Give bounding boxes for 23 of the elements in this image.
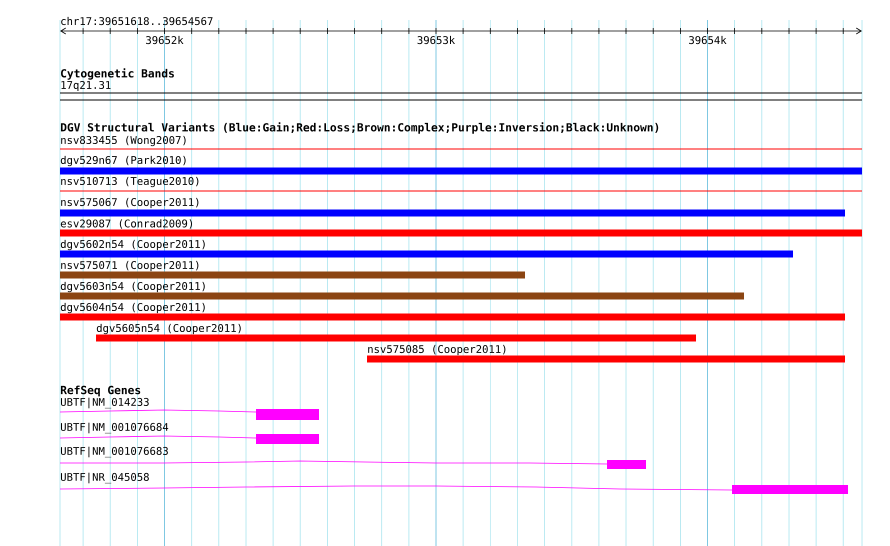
variant-label: nsv575071 (Cooper2011): [61, 260, 198, 272]
coordinate-range: chr17:39651618..39654567: [61, 16, 213, 26]
gene-label: UBTF|NM_001076684: [60, 422, 168, 434]
band-label: 17q21.31: [61, 80, 111, 92]
gene-label: UBTF|NM_001076683: [60, 446, 168, 458]
tick-label: 39652k: [146, 36, 184, 44]
tick-label: 39654k: [689, 36, 726, 44]
track-title: RefSeq Genes: [60, 386, 140, 396]
variant-label: nsv510713 (Teague2010): [61, 176, 198, 188]
variant-label: nsv575085 (Cooper2011): [368, 344, 506, 356]
gene-label: UBTF|NR_045058: [60, 472, 149, 484]
variant-label: esv29087 (Conrad2009): [60, 219, 192, 229]
variant-label: dgv529n67 (Park2010): [60, 156, 186, 166]
variant-label: dgv5604n54 (Cooper2011): [60, 302, 205, 314]
tick-label: 39653k: [418, 36, 455, 44]
track-title: Cytogenetic Bands: [61, 68, 174, 80]
variant-label: dgv5605n54 (Cooper2011): [96, 324, 241, 334]
variant-label: dgv5603n54 (Cooper2011): [60, 282, 205, 292]
variant-label: nsv833455 (Wong2007): [61, 136, 186, 146]
variant-label: nsv575067 (Cooper2011): [61, 198, 198, 208]
variant-label: dgv5602n54 (Cooper2011): [60, 240, 205, 250]
track-title: DGV Structural Variants (Blue:Gain;Red:Loss;Brown:Complex;Purple:Inversion;Black:Unknown): [60, 122, 658, 134]
gene-label: UBTF|NM_014233: [60, 398, 149, 408]
